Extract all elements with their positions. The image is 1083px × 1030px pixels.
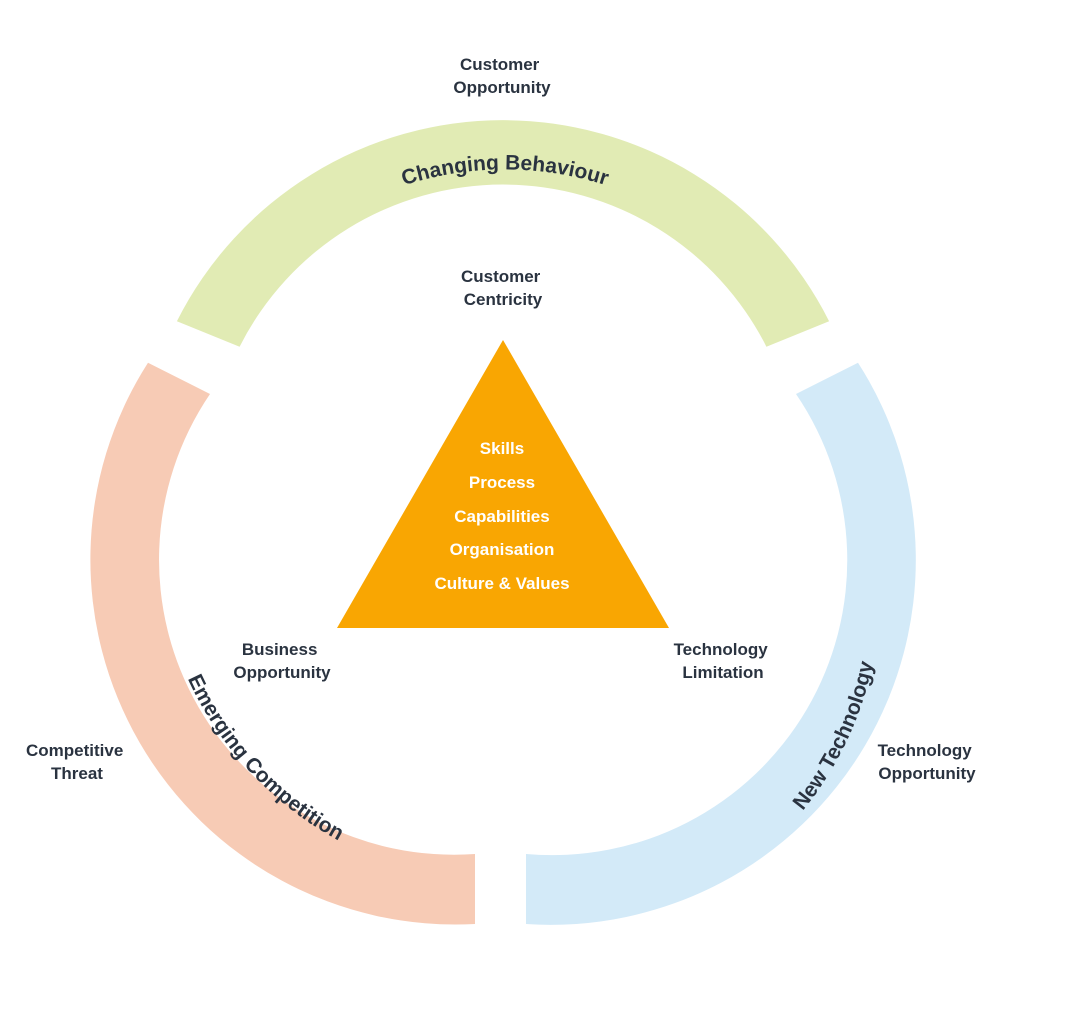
emerging-competition-segment bbox=[90, 362, 475, 925]
core-triangle bbox=[337, 340, 669, 628]
triangle-item-process: Process bbox=[469, 473, 535, 492]
technology-opportunity-label: Technology Opportunity bbox=[878, 741, 977, 783]
changing-behaviour-segment bbox=[176, 120, 830, 347]
technology-limitation-label: Technology Limitation bbox=[674, 640, 773, 682]
customer-centricity-label: Customer Centricity bbox=[461, 267, 545, 309]
competitive-threat-label: Competitive Threat bbox=[26, 741, 128, 783]
triangle-item-culture-values: Culture & Values bbox=[434, 574, 569, 593]
business-opportunity-label: Business Opportunity bbox=[233, 640, 331, 682]
triangle-item-capabilities: Capabilities bbox=[454, 507, 549, 526]
customer-opportunity-label: Customer Opportunity bbox=[453, 55, 551, 97]
triangle-item-skills: Skills bbox=[480, 439, 524, 458]
new-technology-segment bbox=[526, 362, 916, 925]
triangle-item-organisation: Organisation bbox=[450, 540, 555, 559]
